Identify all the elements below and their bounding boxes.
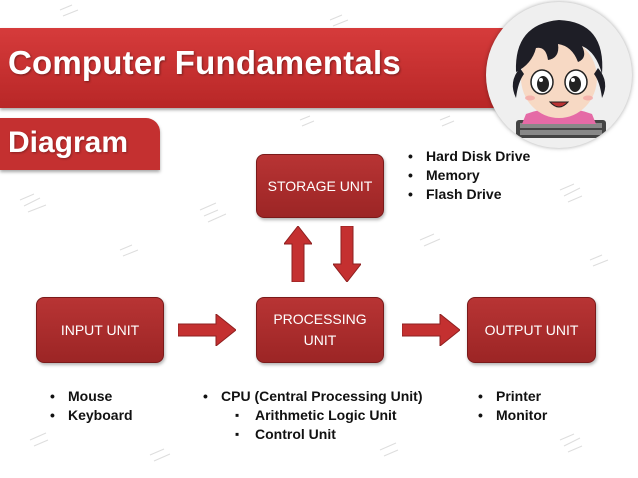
list-item: Hard Disk Drive <box>404 147 530 166</box>
list-item: Flash Drive <box>404 185 530 204</box>
processing-unit-label-line2: UNIT <box>303 332 337 348</box>
cartoon-avatar-icon <box>512 20 606 138</box>
arrow-right-icon <box>402 314 460 346</box>
list-item: Mouse <box>46 387 133 406</box>
list-item: CPU (Central Processing Unit) <box>199 387 422 406</box>
list-item: Keyboard <box>46 406 133 425</box>
list-item: Printer <box>474 387 547 406</box>
page-title: Computer Fundamentals <box>8 44 401 81</box>
processing-components-list: CPU (Central Processing Unit) Arithmetic… <box>199 387 422 444</box>
input-unit-label: INPUT UNIT <box>60 321 140 338</box>
input-unit-box: INPUT UNIT <box>36 297 164 363</box>
list-item: Memory <box>404 166 530 185</box>
arrow-right-icon <box>178 314 236 346</box>
storage-unit-label: STORAGE UNIT <box>267 177 373 194</box>
output-unit-box: OUTPUT UNIT <box>467 297 596 363</box>
storage-devices-list: Hard Disk Drive Memory Flash Drive <box>404 147 530 204</box>
subtitle-tab <box>0 118 160 170</box>
page-subtitle: Diagram <box>8 126 129 159</box>
arrow-down-icon <box>333 226 361 282</box>
storage-unit-box: STORAGE UNIT <box>256 154 384 218</box>
output-unit-label: OUTPUT UNIT <box>484 321 579 338</box>
list-sub-item: Arithmetic Logic Unit <box>199 406 422 425</box>
processing-unit-label-line1: PROCESSING <box>273 311 367 327</box>
title-banner <box>0 28 560 108</box>
input-devices-list: Mouse Keyboard <box>46 387 133 425</box>
processing-unit-box: PROCESSING UNIT <box>256 297 384 363</box>
arrow-up-icon <box>284 226 312 282</box>
output-devices-list: Printer Monitor <box>474 387 547 425</box>
list-sub-item: Control Unit <box>199 425 422 444</box>
list-item: Monitor <box>474 406 547 425</box>
avatar <box>486 2 632 148</box>
